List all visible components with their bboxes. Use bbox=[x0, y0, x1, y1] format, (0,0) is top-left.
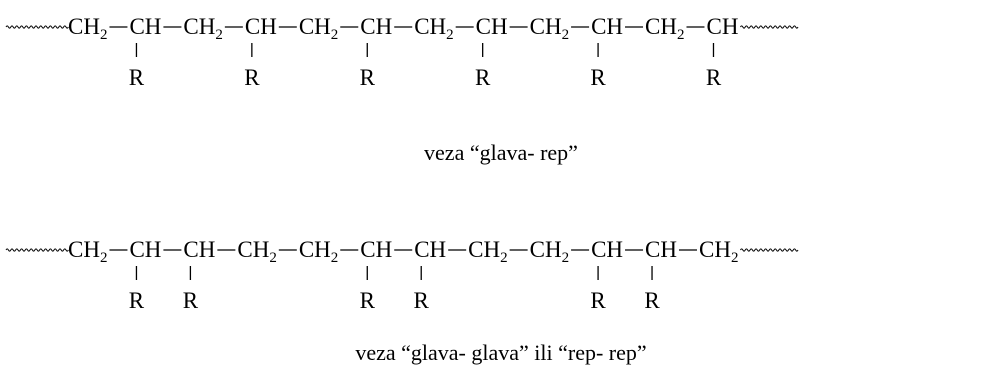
group-symbol: CH bbox=[699, 237, 731, 262]
group-subscript: 2 bbox=[562, 27, 570, 43]
substituent-r: R bbox=[360, 288, 376, 313]
group-symbol: CH bbox=[68, 14, 100, 39]
group-symbol: CH bbox=[245, 14, 277, 39]
group-symbol: CH bbox=[414, 237, 446, 262]
substituent-r: R bbox=[706, 65, 722, 90]
group-symbol: CH bbox=[360, 14, 392, 39]
group-symbol: CH bbox=[530, 14, 562, 39]
chain-group: CH bbox=[414, 237, 446, 262]
chain-group: CH2 bbox=[645, 14, 684, 43]
group-symbol: CH bbox=[68, 237, 100, 262]
chain-group: CH bbox=[129, 14, 161, 39]
group-subscript: 2 bbox=[500, 250, 508, 266]
chain-group: CH bbox=[129, 237, 161, 262]
wavy-bond-right bbox=[739, 248, 799, 252]
group-symbol: CH bbox=[591, 14, 623, 39]
group-symbol: CH bbox=[299, 14, 331, 39]
substituent-r: R bbox=[360, 65, 376, 90]
chain-group: CH bbox=[591, 237, 623, 262]
substituent-r: R bbox=[129, 65, 145, 90]
group-symbol: CH bbox=[645, 14, 677, 39]
chain-group: CH bbox=[476, 14, 508, 39]
substituent-r: R bbox=[475, 65, 491, 90]
wavy-bond-left bbox=[5, 248, 69, 252]
group-symbol: CH bbox=[299, 237, 331, 262]
group-symbol: CH bbox=[360, 237, 392, 262]
substituent-r: R bbox=[183, 288, 199, 313]
group-symbol: CH bbox=[468, 237, 500, 262]
group-subscript: 2 bbox=[331, 27, 339, 43]
group-symbol: CH bbox=[530, 237, 562, 262]
group-symbol: CH bbox=[129, 14, 161, 39]
chain-group: CH2 bbox=[530, 237, 569, 266]
chain-group: CH2 bbox=[530, 14, 569, 43]
wavy-bond-left bbox=[5, 25, 69, 29]
chain-group: CH bbox=[360, 237, 392, 262]
caption-head-tail: veza “glava- rep” bbox=[424, 140, 578, 165]
chain-group: CH bbox=[245, 14, 277, 39]
group-symbol: CH bbox=[183, 14, 215, 39]
substituent-r: R bbox=[644, 288, 660, 313]
group-symbol: CH bbox=[129, 237, 161, 262]
substituent-r: R bbox=[244, 65, 260, 90]
chain-group: CH2 bbox=[183, 14, 222, 43]
group-subscript: 2 bbox=[331, 250, 339, 266]
chain-group: CH bbox=[360, 14, 392, 39]
group-symbol: CH bbox=[237, 237, 269, 262]
group-subscript: 2 bbox=[562, 250, 570, 266]
chain-group: CH2 bbox=[699, 237, 738, 266]
chain-group: CH bbox=[645, 237, 677, 262]
group-subscript: 2 bbox=[731, 250, 739, 266]
group-symbol: CH bbox=[706, 14, 738, 39]
group-subscript: 2 bbox=[446, 27, 454, 43]
chain-group: CH2 bbox=[414, 14, 453, 43]
group-symbol: CH bbox=[414, 14, 446, 39]
chain-group: CH2 bbox=[299, 237, 338, 266]
group-symbol: CH bbox=[476, 14, 508, 39]
chain-group: CH bbox=[183, 237, 215, 262]
chain-group: CH2 bbox=[237, 237, 276, 266]
group-subscript: 2 bbox=[100, 250, 108, 266]
group-symbol: CH bbox=[183, 237, 215, 262]
group-subscript: 2 bbox=[215, 27, 223, 43]
wavy-bond-right bbox=[739, 25, 799, 29]
substituent-r: R bbox=[590, 288, 606, 313]
chain-group: CH2 bbox=[468, 237, 507, 266]
group-symbol: CH bbox=[591, 237, 623, 262]
substituent-r: R bbox=[414, 288, 430, 313]
chain-group: CH2 bbox=[299, 14, 338, 43]
chain-group: CH2 bbox=[68, 14, 107, 43]
chain-group: CH bbox=[591, 14, 623, 39]
caption-head-head: veza “glava- glava” ili “rep- rep” bbox=[355, 340, 646, 365]
substituent-r: R bbox=[129, 288, 145, 313]
chain-group: CH bbox=[706, 14, 738, 39]
group-symbol: CH bbox=[645, 237, 677, 262]
group-subscript: 2 bbox=[269, 250, 277, 266]
group-subscript: 2 bbox=[677, 27, 685, 43]
chain-group: CH2 bbox=[68, 237, 107, 266]
group-subscript: 2 bbox=[100, 27, 108, 43]
substituent-r: R bbox=[590, 65, 606, 90]
